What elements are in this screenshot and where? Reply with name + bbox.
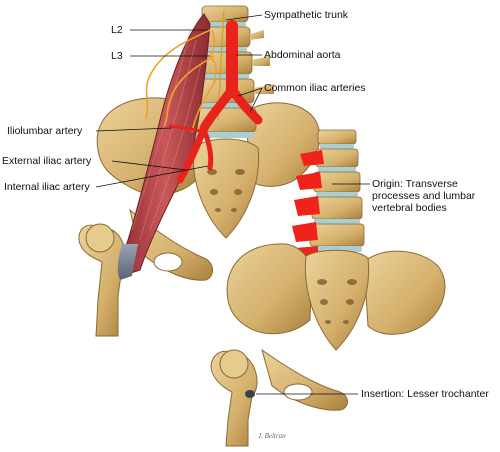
right-femur [210, 350, 258, 447]
arteries [168, 20, 263, 184]
label-l3: L3 [111, 50, 123, 62]
label-common-iliac-arteries: Common iliac arteries [264, 82, 366, 94]
lesser-trochanter-marker [245, 390, 255, 398]
label-external-iliac-artery: External iliac artery [2, 155, 92, 167]
right-left-iliac-wing [226, 243, 313, 335]
internal-iliac [201, 127, 214, 171]
label-abdominal-aorta: Abdominal aorta [264, 49, 341, 61]
right-pubis [261, 348, 348, 411]
right-sacrum [304, 249, 370, 351]
right-figure [210, 129, 446, 447]
psoas-origin-marker [292, 150, 324, 258]
left-sacrum [192, 138, 260, 239]
label-internal-iliac-artery: Internal iliac artery [4, 181, 90, 193]
label-insertion: Insertion: Lesser trochanter [361, 388, 489, 400]
iliolumbar-artery [168, 124, 208, 134]
label-sympathetic-trunk: Sympathetic trunk [264, 9, 349, 21]
right-right-iliac-wing [363, 250, 446, 335]
left-figure [78, 5, 321, 337]
label-l2: L2 [111, 24, 123, 36]
right-iliac-wing [245, 102, 321, 187]
lumbar-nerves [145, 29, 217, 133]
common-iliac-right [229, 87, 263, 125]
label-iliolumbar-artery: Iliolumbar artery [7, 125, 83, 137]
common-iliac-left [199, 87, 235, 133]
right-lumbar-spine [309, 129, 365, 252]
psoas-tendon [117, 244, 138, 280]
artist-signature: J. Beltran [258, 432, 286, 440]
leader-lines [95, 14, 370, 395]
label-origin: Origin: Transverse processes and lumbar … [372, 178, 476, 214]
